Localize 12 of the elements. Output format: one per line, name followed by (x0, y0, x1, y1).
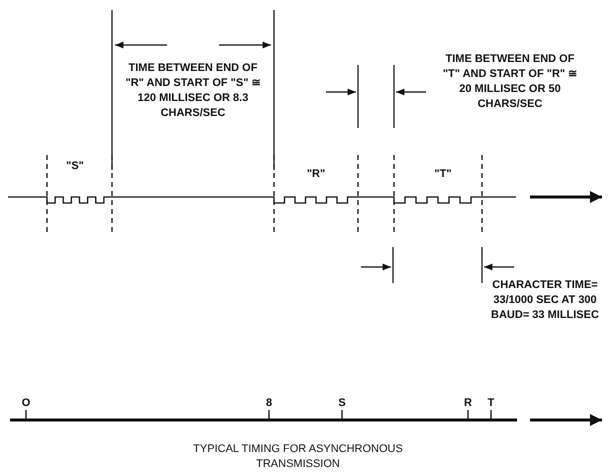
caption: TYPICAL TIMING FOR ASYNCHRONOUS TRANSMISSION (192, 442, 404, 472)
annotation-text: TIME BETWEEN END OF "R" AND START OF "S" ≅ 120 MILLISEC OR 8.3 CHARS/SEC (124, 61, 262, 121)
tick-label: R (463, 396, 473, 411)
character-label: "R" (306, 167, 326, 182)
annotation-text: TIME BETWEEN END OF "T" AND START OF "R" ≅ 20 MILLISEC OR 50 CHARS/SEC (442, 52, 578, 112)
tick-label: T (486, 396, 496, 411)
tick-label: O (20, 396, 32, 411)
tick-label: 8 (264, 396, 274, 411)
character-label: "S" (65, 159, 85, 174)
annotation-text: CHARACTER TIME= 33/1000 SEC AT 300 BAUD= 33 MILLISEC (490, 278, 600, 323)
tick-label: S (337, 396, 347, 411)
character-label: "T" (433, 167, 453, 182)
